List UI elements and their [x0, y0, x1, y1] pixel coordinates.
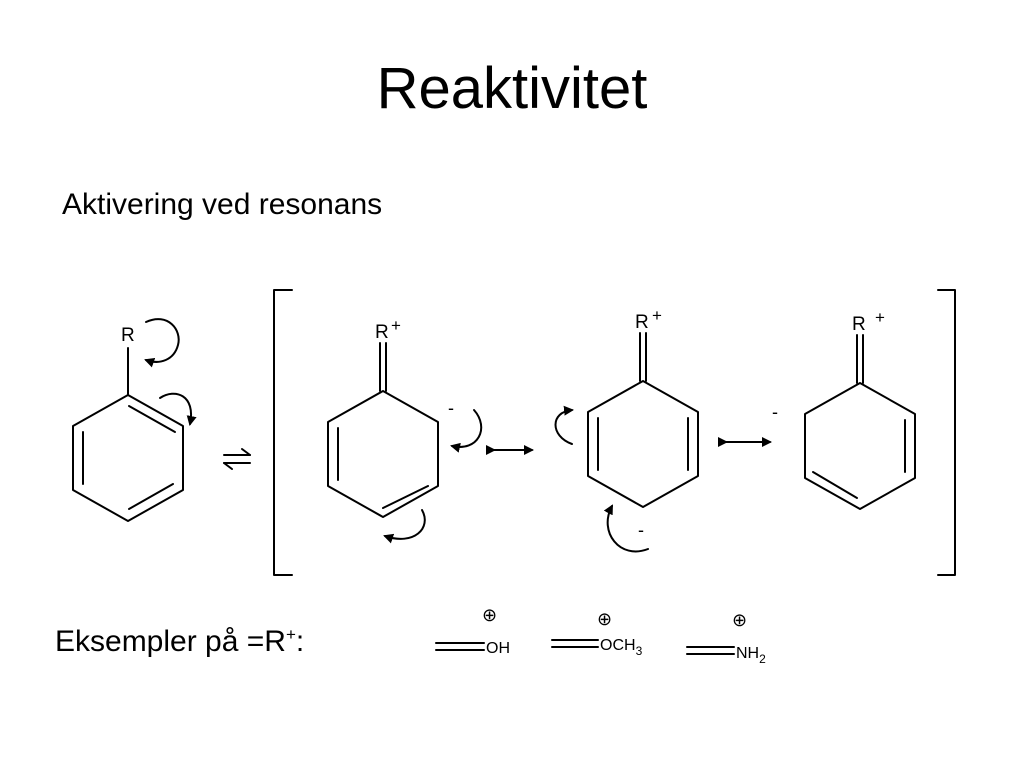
example-charge-3: ⊕ — [732, 610, 747, 630]
example-charge-2: ⊕ — [597, 609, 612, 629]
example-group-2: OCH3 — [600, 637, 643, 658]
resonance-structure-1 — [327, 342, 439, 518]
resonance-structure-2 — [587, 332, 699, 508]
example-group-2-text: OCH — [600, 637, 636, 654]
curved-arrow-r-lonepair — [144, 318, 180, 368]
charge-plus-3: + — [875, 308, 885, 327]
example-group-1: OH — [486, 640, 510, 657]
examples-label-sup: + — [285, 625, 296, 644]
curved-arrow-ring-bond — [159, 392, 197, 426]
charge-plus-1: + — [391, 316, 401, 335]
examples-label: Eksempler på =R+: — [55, 625, 305, 658]
slide-subtitle: Aktivering ved resonans — [62, 188, 383, 221]
charge-minus-2: - — [638, 520, 644, 540]
atom-label-r-1: R — [375, 322, 389, 343]
examples-label-suffix: : — [295, 625, 305, 658]
charge-minus-3: - — [772, 402, 778, 422]
example-group-1-text: OH — [486, 640, 510, 657]
charge-plus-2: + — [652, 306, 662, 325]
equilibrium-arrows — [223, 448, 251, 470]
slide-title: Reaktivitet — [376, 56, 648, 121]
example-group-2-sub: 3 — [636, 644, 643, 658]
example-group-3-sub: 2 — [759, 652, 766, 666]
examples-label-prefix: Eksempler på =R — [55, 625, 286, 658]
example-charge-1: ⊕ — [482, 605, 497, 625]
example-group-3: NH2 — [736, 645, 766, 666]
bracket-left — [273, 289, 293, 576]
curved-arrow-2b — [603, 504, 649, 553]
curved-arrow-1a — [450, 409, 483, 453]
bracket-right — [937, 289, 956, 576]
atom-label-r-start: R — [121, 325, 135, 346]
resonance-structure-3 — [804, 334, 916, 510]
charge-minus-1: - — [448, 398, 454, 418]
example-group-3-text: NH — [736, 645, 759, 662]
curved-arrow-1b — [383, 509, 426, 544]
benzene-start — [72, 347, 184, 522]
curved-arrow-2a — [554, 405, 574, 445]
atom-label-r-3: R — [852, 314, 866, 335]
atom-label-r-2: R — [635, 312, 649, 333]
